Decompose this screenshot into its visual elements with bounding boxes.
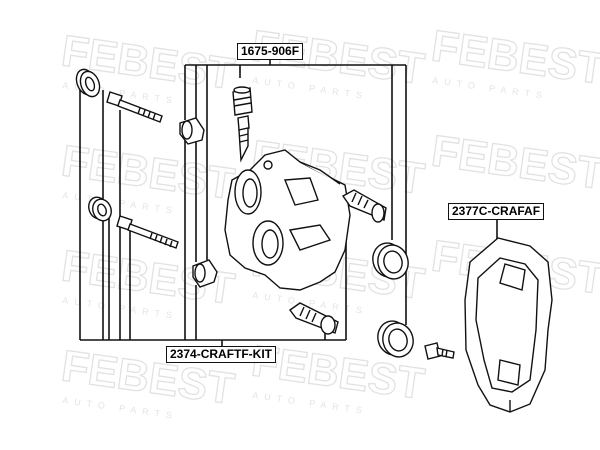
parts xyxy=(75,68,553,413)
caliper-bracket xyxy=(464,237,553,413)
watermark-brand: FEBEST xyxy=(429,126,600,199)
mounting-bolt xyxy=(424,342,455,360)
pin-boot-lower-right xyxy=(289,302,339,335)
piston-seal-upper xyxy=(372,242,409,280)
piston-seal-lower xyxy=(377,320,414,358)
guide-pin-boot-upper xyxy=(75,68,101,98)
guide-pin-boot-lower xyxy=(88,196,112,222)
pin-boot-upper-right xyxy=(341,189,387,223)
guide-bolt-upper xyxy=(106,91,163,123)
caliper-repair-kit-label: 1675-906F xyxy=(237,43,304,60)
guide-pin-kit-label: 2374-CRAFTF-KIT xyxy=(166,346,277,363)
bleeder-screw xyxy=(237,115,250,163)
leader-lines xyxy=(79,57,498,347)
caliper-bracket-label: 2377C-CRAFAF xyxy=(448,203,545,220)
guide-bolt-lower xyxy=(116,215,179,249)
caliper-body xyxy=(224,149,351,291)
bleeder-cap xyxy=(232,86,253,116)
guide-bushing-lower xyxy=(192,259,218,288)
guide-bushing-upper xyxy=(179,117,205,145)
